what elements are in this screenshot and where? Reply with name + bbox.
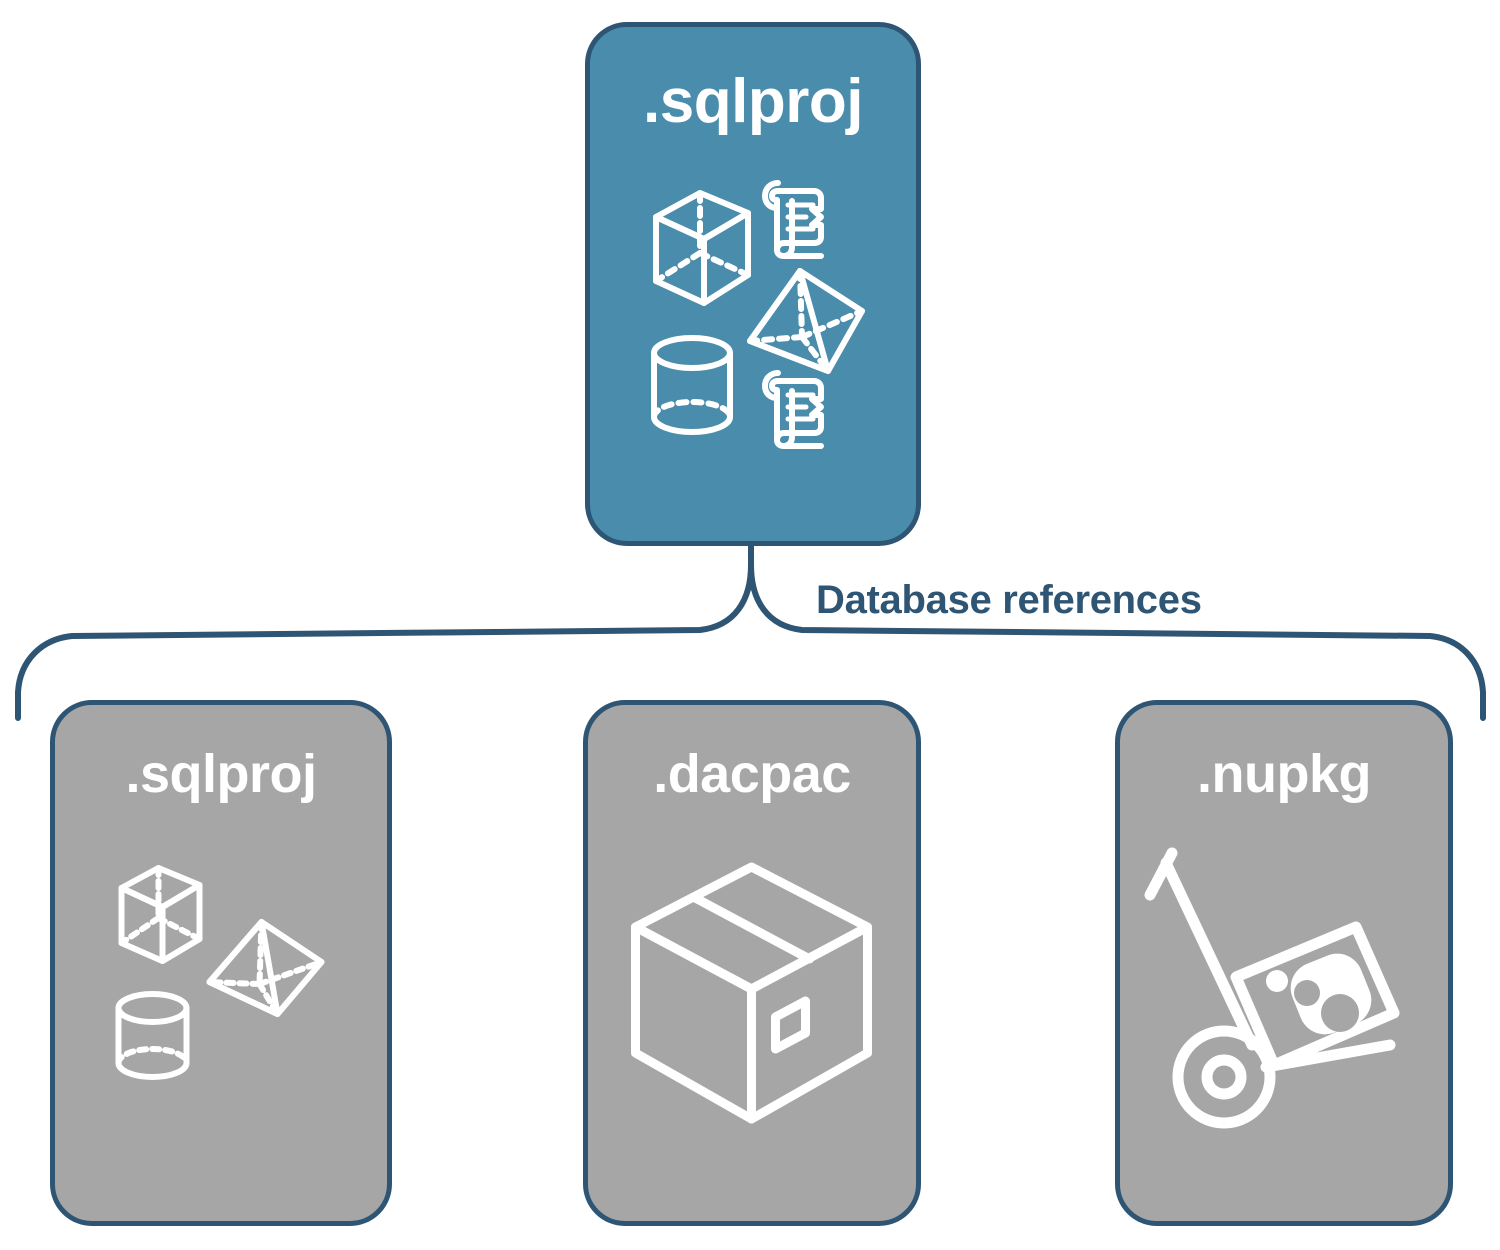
scroll-icon [762,370,824,449]
cylinder-icon [651,335,733,435]
root-icon-group [638,175,868,455]
node-card-dacpac[interactable]: .dacpac [583,700,921,1226]
cube-icon [653,190,751,306]
node-card-nupkg[interactable]: .nupkg [1115,700,1453,1226]
node-card-sqlproj-ref[interactable]: .sqlproj [50,700,392,1226]
node-card-sqlproj-root[interactable]: .sqlproj [585,22,921,546]
nuget-logo-holes [1294,980,1359,1032]
card-title: .nupkg [1197,744,1371,804]
nuget-package-icon [1230,921,1400,1071]
card-title: .sqlproj [643,67,863,136]
cube-icon [118,865,203,964]
pyramid-icon [206,919,325,1017]
package-box-icon [631,862,872,1124]
dacpac-icon-group [620,855,885,1135]
scroll-icon [762,180,824,259]
nupkg-icon-group [1144,845,1424,1135]
card-title: .sqlproj [125,744,317,804]
cylinder-icon [115,991,190,1080]
card-title: .dacpac [653,744,851,804]
bracket-label: Database references [816,578,1202,622]
sqlproj-icon-group [104,860,339,1090]
pyramid-icon [747,268,865,374]
